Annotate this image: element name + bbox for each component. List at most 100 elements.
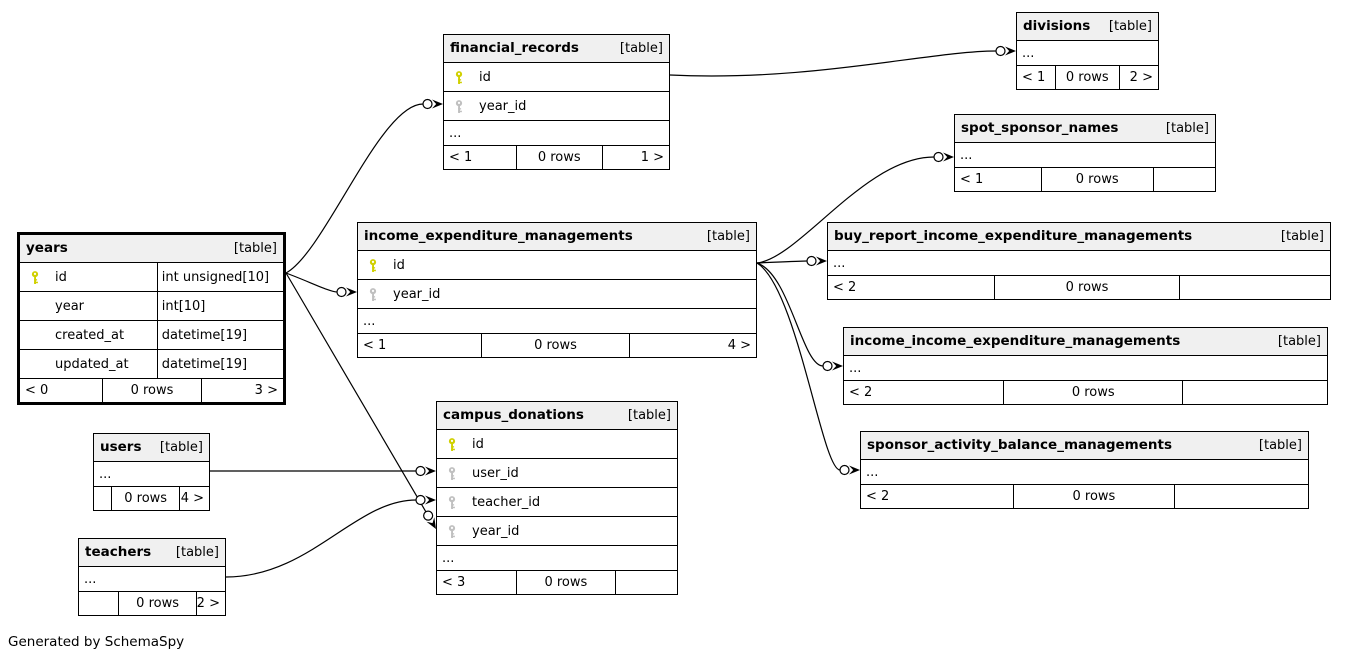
column-name-cell: id bbox=[437, 430, 677, 458]
column-name: id bbox=[55, 269, 67, 285]
column-year_id: year_id bbox=[358, 279, 756, 308]
column-name: created_at bbox=[55, 327, 125, 343]
table-income_income_expenditure_managements[interactable]: income_income_expenditure_managements [ta… bbox=[843, 327, 1328, 405]
table-header[interactable]: users[table] bbox=[94, 434, 209, 461]
column-name-cell: year_id bbox=[358, 280, 756, 308]
table-header[interactable]: sponsor_activity_balance_managements [tab… bbox=[861, 432, 1308, 459]
column-name-cell: created_at bbox=[20, 321, 157, 349]
table-name: financial_records bbox=[450, 39, 579, 56]
footer-children-cell: 3 > bbox=[201, 379, 283, 402]
column-name: id bbox=[393, 257, 405, 273]
table-name: spot_sponsor_names bbox=[961, 119, 1119, 136]
table-name: years bbox=[26, 239, 68, 256]
column-name-cell: id bbox=[358, 251, 756, 279]
connector-circle bbox=[806, 255, 817, 267]
table-sponsor_activity_balance_managements[interactable]: sponsor_activity_balance_managements [tab… bbox=[860, 431, 1309, 509]
footer-parents-cell bbox=[79, 592, 118, 615]
column-id: id int unsigned[10] bbox=[20, 262, 283, 291]
table-income_expenditure_managements[interactable]: income_expenditure_managements[table]id y… bbox=[357, 222, 757, 358]
table-header[interactable]: financial_records [table] bbox=[444, 35, 669, 62]
connector-arrowhead bbox=[425, 495, 436, 505]
ellipsis-row: ... bbox=[437, 545, 677, 570]
table-header[interactable]: divisions [table] bbox=[1017, 13, 1158, 40]
footer-parents-cell: < 2 bbox=[849, 385, 873, 400]
connector-arrowhead bbox=[346, 287, 357, 297]
table-header[interactable]: campus_donations[table] bbox=[437, 402, 677, 429]
column-type: datetime[19] bbox=[156, 321, 283, 349]
table-header[interactable]: spot_sponsor_names[table] bbox=[955, 115, 1215, 142]
table-header[interactable]: income_income_expenditure_managements [ta… bbox=[844, 328, 1327, 355]
primary-key-icon bbox=[29, 270, 42, 285]
table-tag: [table] bbox=[1258, 438, 1302, 453]
column-created_at: created_at datetime[19] bbox=[20, 320, 283, 349]
table-tag: [table] bbox=[1277, 334, 1321, 349]
ellipsis-row: ... bbox=[79, 566, 225, 591]
foreign-key-icon bbox=[453, 99, 466, 114]
edge-financial_records.id-to-divisions bbox=[669, 45, 1016, 77]
ellipsis-row: ... bbox=[444, 120, 669, 145]
table-name: divisions bbox=[1023, 17, 1091, 34]
edge-teachers-to-campus_donations.teacher_id bbox=[225, 494, 436, 578]
connector-circle bbox=[933, 151, 944, 163]
footer-rowcount-cell: 0 rows bbox=[516, 146, 602, 169]
table-name: teachers bbox=[85, 543, 152, 560]
foreign-key-icon bbox=[446, 495, 459, 510]
footer-children-cell: 1 > bbox=[601, 146, 670, 169]
table-buy_report_income_expenditure_managements[interactable]: buy_report_income_expenditure_management… bbox=[827, 222, 1331, 300]
column-type: int unsigned[10] bbox=[156, 263, 283, 291]
ellipsis-row: ... bbox=[358, 308, 756, 333]
table-tag: [table] bbox=[159, 440, 203, 455]
footer-parents-cell: < 1 bbox=[960, 172, 984, 187]
relationship-line bbox=[669, 50, 997, 77]
table-header[interactable]: buy_report_income_expenditure_management… bbox=[828, 223, 1330, 250]
connector-circle bbox=[995, 45, 1006, 57]
table-header[interactable]: years[table] bbox=[20, 235, 283, 262]
footer-rowcount-cell: 0 rows bbox=[101, 379, 202, 402]
column-id: id bbox=[437, 429, 677, 458]
table-tag: [table] bbox=[619, 41, 663, 56]
column-name-cell: user_id bbox=[437, 459, 677, 487]
edge-years.id-to-financial_records.year_id bbox=[285, 98, 443, 274]
footer-parents-cell: < 2 bbox=[833, 280, 857, 295]
ellipsis-row: ... bbox=[861, 459, 1308, 484]
edge-income_expenditure_managements.id-to-spot_sponsor_names bbox=[756, 151, 954, 264]
footer-children-cell bbox=[614, 571, 677, 594]
column-name: year bbox=[55, 298, 85, 314]
footer-rowcount-cell: 0 rows bbox=[111, 487, 179, 510]
column-name-cell: id bbox=[20, 263, 157, 291]
table-header[interactable]: teachers[table] bbox=[79, 539, 225, 566]
table-tag: [table] bbox=[1108, 19, 1152, 34]
table-name: income_income_expenditure_managements bbox=[850, 332, 1181, 349]
footer-children-cell: 4 > bbox=[179, 487, 209, 510]
relationship-line bbox=[285, 272, 338, 293]
column-name: id bbox=[479, 69, 491, 85]
connector-arrowhead bbox=[943, 152, 954, 162]
footer-rowcount-cell: 0 rows bbox=[1055, 66, 1118, 89]
edge-income_expenditure_managements.id-to-sponsor_activity_balance_managements bbox=[756, 262, 860, 476]
column-name-cell: teacher_id bbox=[437, 488, 677, 516]
connector-circle bbox=[415, 465, 426, 477]
footer-rowcount-cell: 0 rows bbox=[118, 592, 195, 615]
relationship-line bbox=[756, 156, 935, 264]
table-years[interactable]: years[table] id int unsigned[10] year int[10… bbox=[17, 232, 286, 405]
connector-arrowhead bbox=[849, 465, 860, 475]
table-name: sponsor_activity_balance_managements bbox=[867, 436, 1172, 453]
column-name: year_id bbox=[472, 523, 520, 539]
table-name: buy_report_income_expenditure_management… bbox=[834, 227, 1193, 244]
table-header[interactable]: income_expenditure_managements[table] bbox=[358, 223, 756, 250]
column-type: int[10] bbox=[156, 292, 283, 320]
footer-rowcount-cell: 0 rows bbox=[993, 276, 1180, 299]
relationship-line bbox=[756, 260, 808, 264]
